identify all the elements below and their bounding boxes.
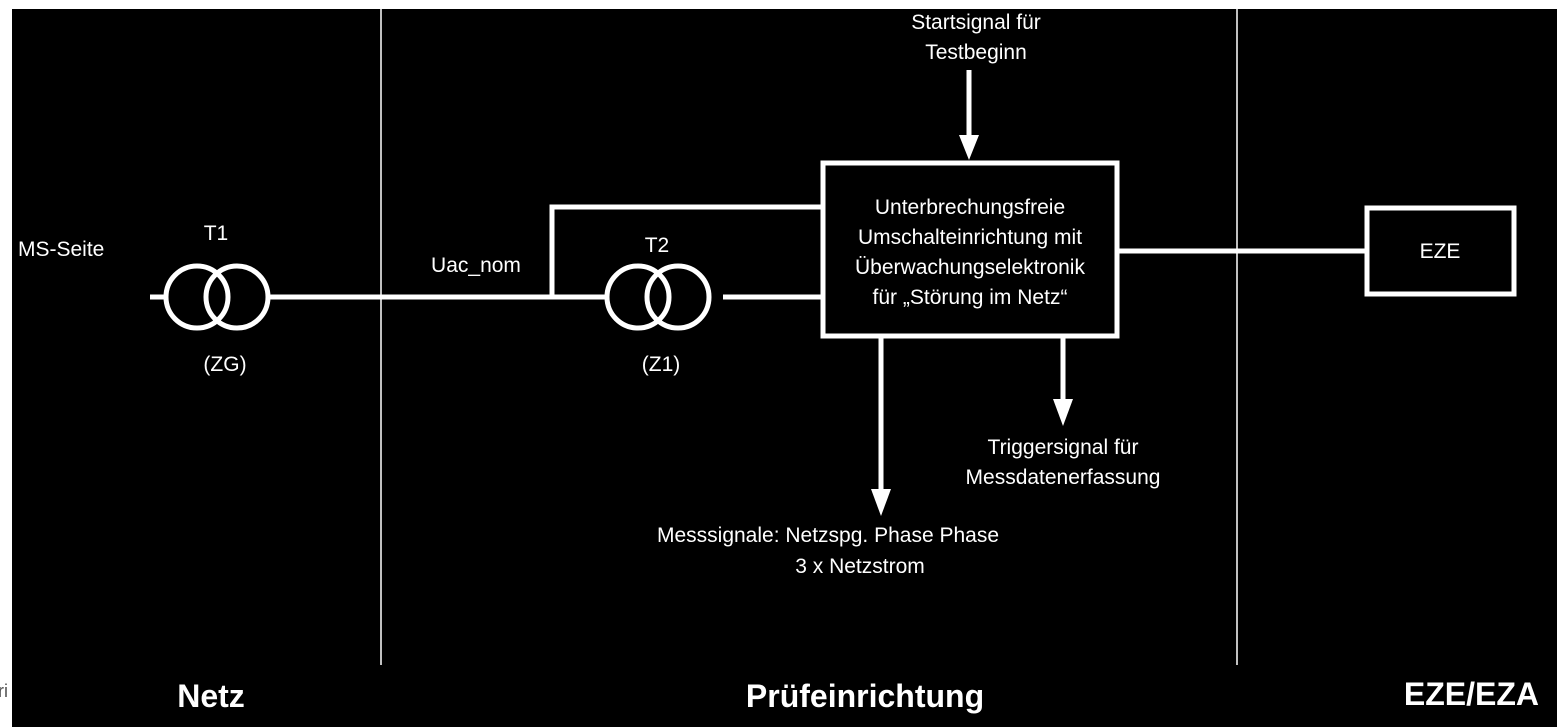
transformer-t2-symbol [604, 263, 712, 331]
switch-unit-label-line-1: Unterbrechungsfreie [875, 196, 1065, 219]
eze-label: EZE [1420, 240, 1461, 263]
trigger-signal-label-line-2: Messdatenerfassung [966, 466, 1161, 489]
edge-text-fragment: ri [0, 681, 8, 701]
uac-nom-label: Uac_nom [431, 254, 521, 277]
z1-label: (Z1) [642, 353, 681, 376]
trigger-signal-label-line-1: Triggersignal für [988, 436, 1139, 459]
zg-label: (ZG) [203, 353, 246, 376]
t1-label: T1 [204, 222, 229, 245]
ms-side-label: MS-Seite [18, 238, 104, 261]
zone-title-pruefeinrichtung: Prüfeinrichtung [746, 678, 984, 714]
switch-unit-label-line-3: Überwachungselektronik [855, 256, 1085, 279]
diagram-frame [12, 9, 1557, 727]
measurement-signals-label-line-2: 3 x Netzstrom [795, 555, 925, 578]
measurement-signals-label-line-1: Messsignale: Netzspg. Phase Phase [657, 524, 999, 547]
t2-label: T2 [645, 234, 670, 257]
switch-unit-label-line-4: für „Störung im Netz“ [873, 286, 1068, 309]
transformer-t1-symbol [150, 263, 271, 331]
start-signal-arrow [959, 70, 979, 160]
zone-title-netz: Netz [177, 678, 245, 714]
zone-title-eze-eza: EZE/EZA [1404, 676, 1539, 712]
measurement-signals-arrow [871, 338, 891, 516]
switch-unit-box [820, 160, 1120, 339]
bypass-line [549, 204, 823, 297]
switch-unit-label-line-2: Umschalteinrichtung mit [858, 226, 1082, 249]
start-signal-label-line-1: Startsignal für [911, 11, 1041, 34]
eze-box [1364, 205, 1517, 297]
start-signal-label-line-2: Testbeginn [925, 41, 1027, 64]
trigger-signal-arrow [1053, 338, 1073, 426]
